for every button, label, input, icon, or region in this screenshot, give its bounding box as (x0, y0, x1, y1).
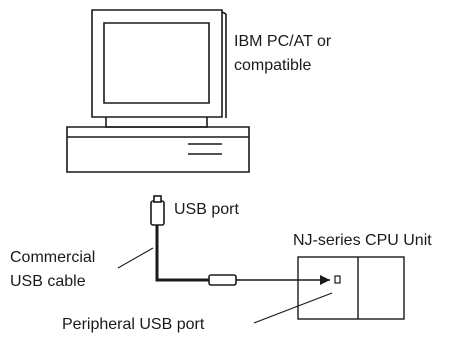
monitor-icon (91, 9, 227, 128)
arrow-head (320, 275, 330, 285)
cpu-unit-icon (297, 256, 405, 320)
peripheral-usb-port-icon (334, 275, 341, 284)
pc-base-icon (66, 126, 250, 173)
usb-cable (155, 225, 209, 282)
usb-port-label: USB port (174, 201, 239, 218)
cable-leader-line (117, 247, 154, 269)
usb-plug-icon (150, 195, 165, 226)
usb-connector-icon (208, 274, 241, 286)
port-leader-line (253, 292, 333, 324)
computer-label-line1: IBM PC/AT or (234, 33, 332, 50)
cable-label-line1: Commercial (10, 249, 96, 266)
computer-label-line2: compatible (234, 57, 312, 74)
cable-label-line2: USB cable (10, 273, 86, 290)
cpu-unit-label: NJ-series CPU Unit (293, 232, 432, 249)
peripheral-usb-port-label: Peripheral USB port (62, 316, 205, 333)
